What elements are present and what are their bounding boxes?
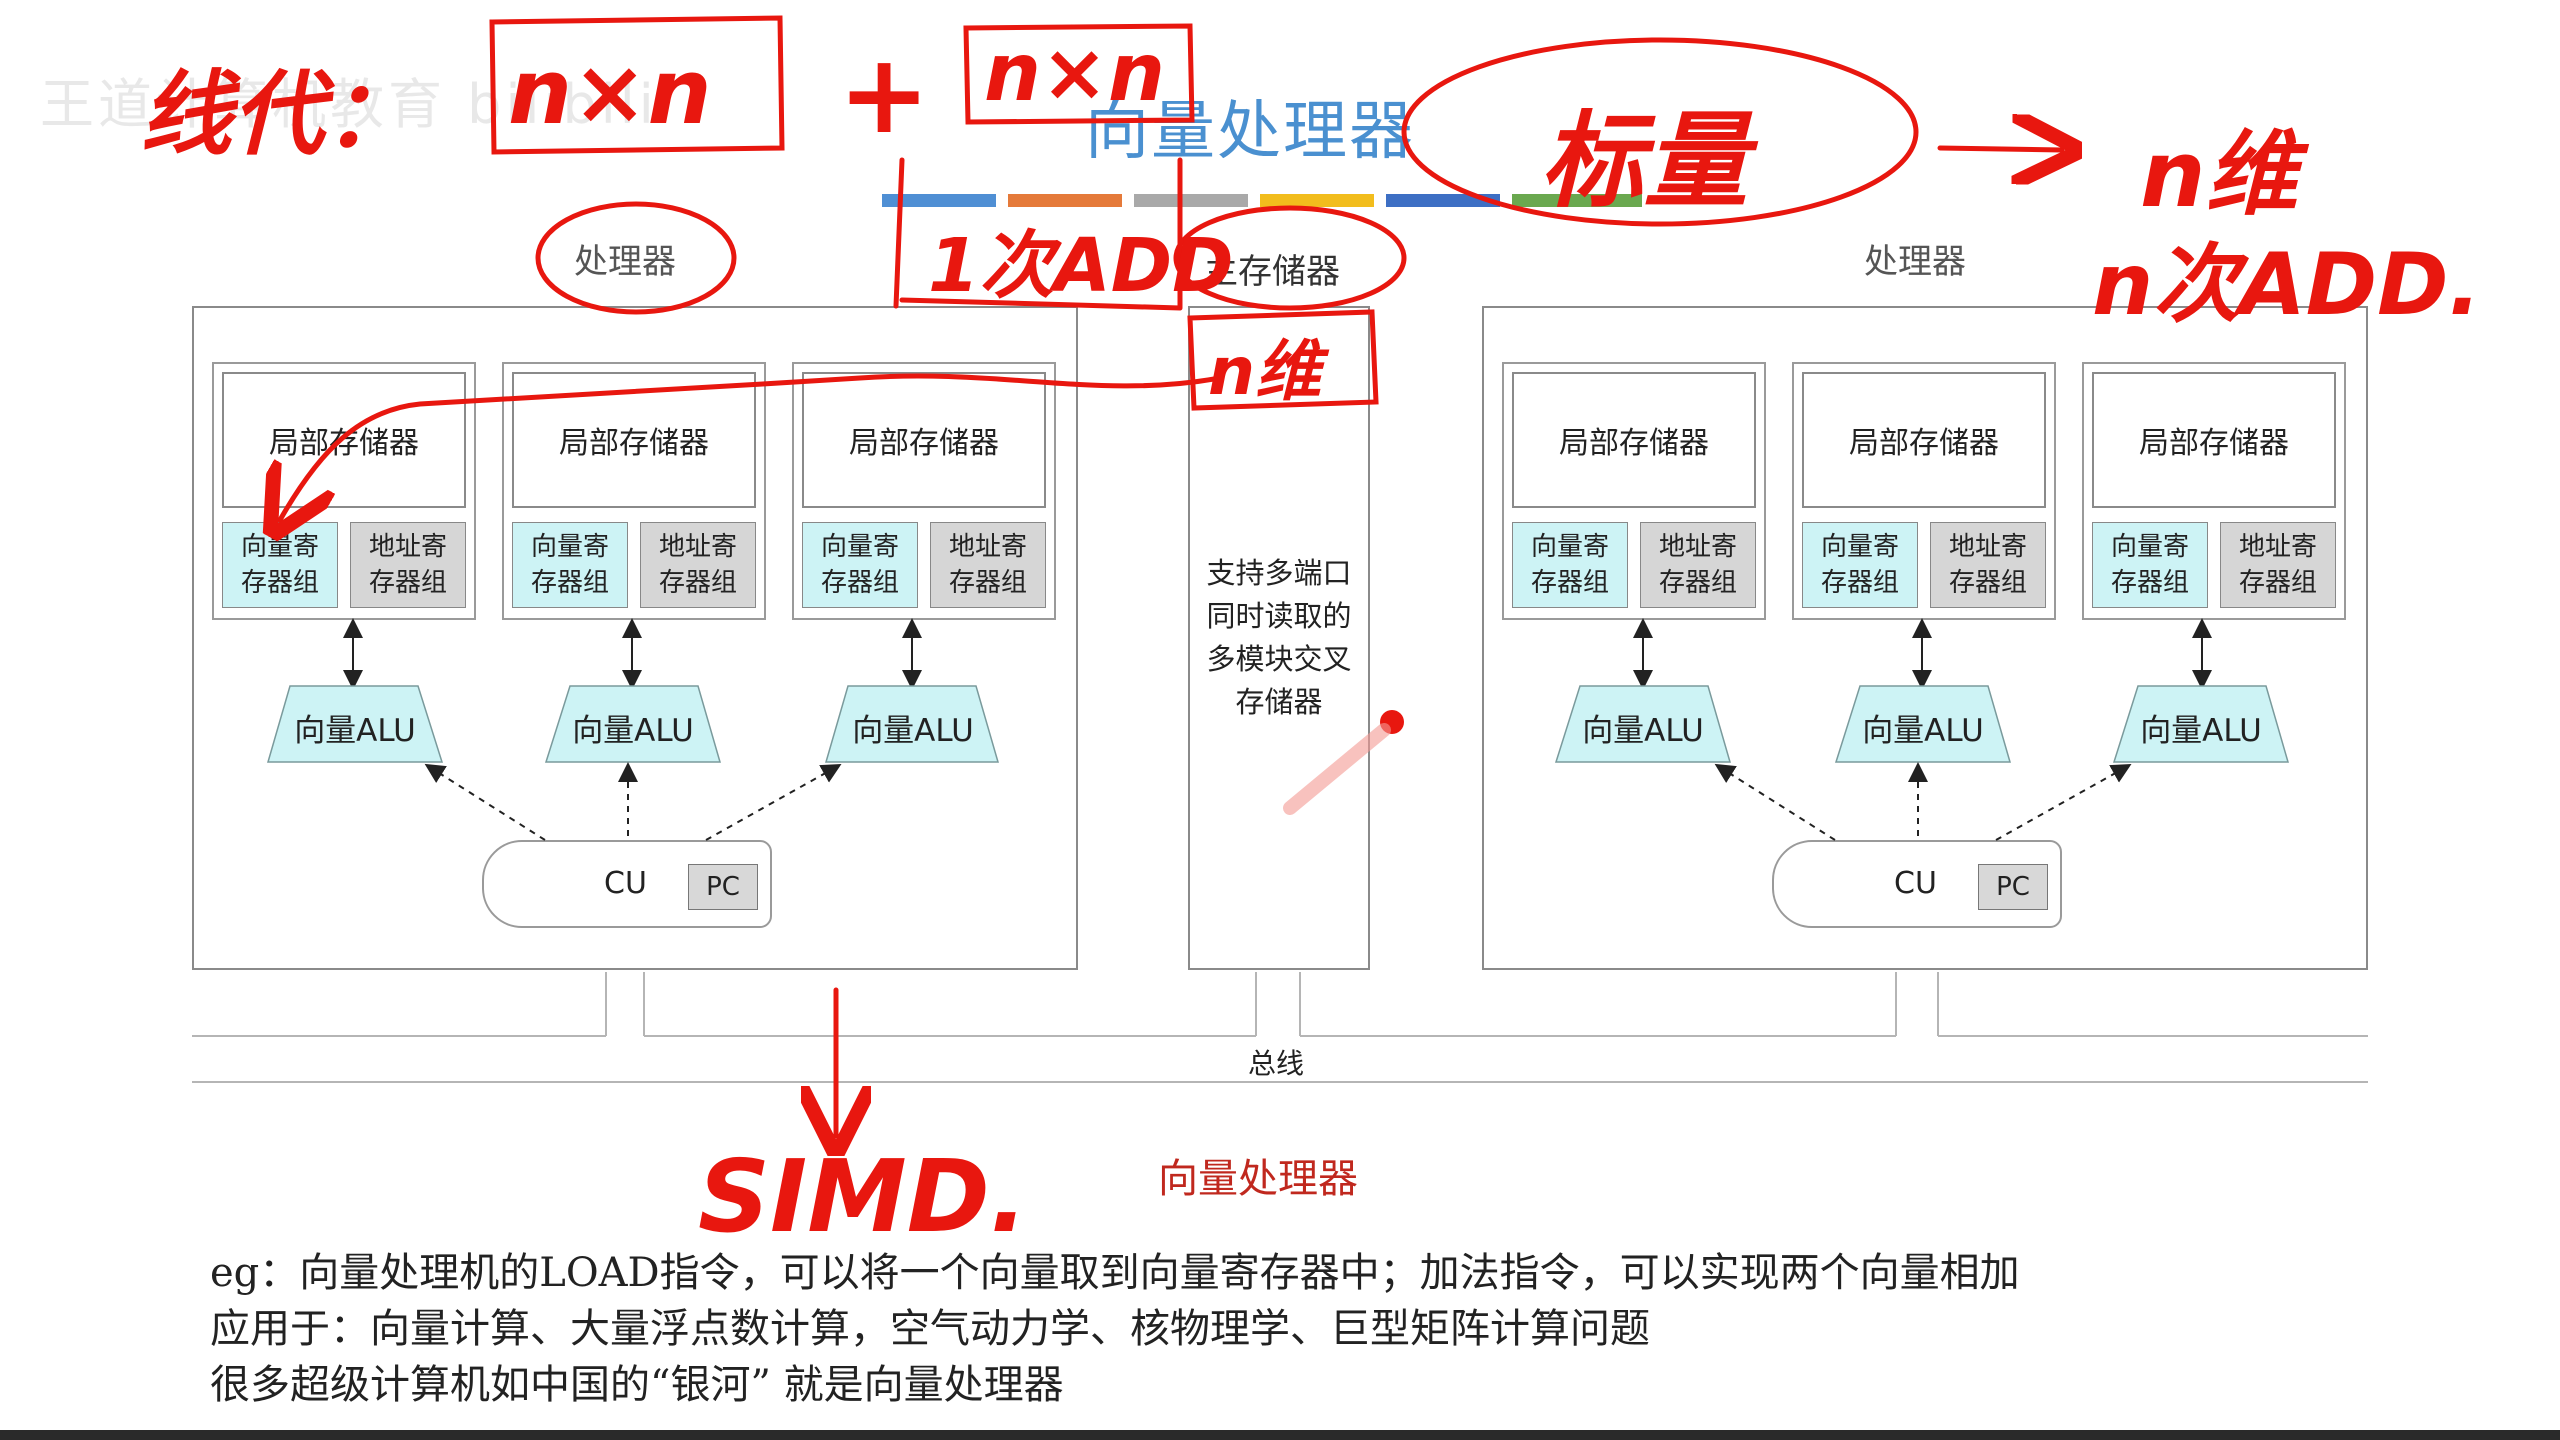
address-register-label: 地址寄 xyxy=(2238,532,2317,562)
address-register-label: 存器组 xyxy=(1948,568,2027,598)
address-register-group: 地址寄存器组 xyxy=(350,522,466,608)
annotation-scalar: 标量 xyxy=(1540,100,1749,222)
description-line-1: eg：向量处理机的LOAD指令，可以将一个向量取到向量寄存器中；加法指令，可以实… xyxy=(210,1250,2020,1296)
bus-label: 总线 xyxy=(1248,1047,1305,1080)
vector-register-group: 向量寄存器组 xyxy=(512,522,628,608)
alu-label: 向量ALU xyxy=(294,712,416,749)
annotation-nxn-2: n×n xyxy=(984,26,1165,119)
local-memory: 局部存储器 xyxy=(1512,372,1756,508)
cu-label-left: CU xyxy=(604,866,647,901)
address-register-label: 地址寄 xyxy=(1948,532,2027,562)
annotation-linear-algebra: 线代： xyxy=(140,61,417,168)
address-register-label: 存器组 xyxy=(1658,568,1737,598)
annotation-strokes xyxy=(280,15,2062,1136)
address-register-group: 地址寄存器组 xyxy=(1930,522,2046,608)
vector-register-label: 向量寄 xyxy=(2110,532,2189,562)
annotation-nxn-1: n×n xyxy=(508,40,712,145)
page-title: 向量处理器 xyxy=(1085,95,1415,169)
main-memory-label: 主存储器 xyxy=(1204,252,1340,292)
description-line-2: 应用于：向量计算、大量浮点数计算，空气动力学、核物理学、巨型矩阵计算问题 xyxy=(210,1306,1650,1352)
memory-description: 支持多端口 同时读取的 多模块交叉 存储器 xyxy=(1190,552,1368,724)
main-memory xyxy=(1188,306,1370,970)
local-memory: 局部存储器 xyxy=(802,372,1046,508)
vector-register-label: 向量寄 xyxy=(530,532,609,562)
watermark: 王道计算机教育 bilibili xyxy=(40,73,658,136)
processor-label-right: 处理器 xyxy=(1864,242,1966,282)
annotation-n-dim-mid: n维 xyxy=(1208,333,1321,410)
address-register-label: 存器组 xyxy=(368,568,447,598)
address-register-label: 存器组 xyxy=(2238,568,2317,598)
memory-desc-line: 同时读取的 xyxy=(1206,599,1352,633)
alu-shapes xyxy=(267,685,2289,763)
vector-register-group: 向量寄存器组 xyxy=(1802,522,1918,608)
address-register-label: 地址寄 xyxy=(368,532,447,562)
reg-alu-arrows xyxy=(343,618,2212,690)
alu-label: 向量ALU xyxy=(852,712,974,749)
vector-register-label: 向量寄 xyxy=(1820,532,1899,562)
address-register-group: 地址寄存器组 xyxy=(1640,522,1756,608)
local-memory: 局部存储器 xyxy=(2092,372,2336,508)
frame-bottom-edge xyxy=(0,1430,2560,1440)
color-bar-segment xyxy=(1260,194,1374,207)
annotation-simd: SIMD. xyxy=(698,1138,1028,1255)
address-register-label: 存器组 xyxy=(948,568,1027,598)
color-bar-segment xyxy=(1134,194,1248,207)
cu-label-right: CU xyxy=(1894,866,1937,901)
annotation-plus: + xyxy=(838,30,931,158)
local-memory: 局部存储器 xyxy=(1802,372,2046,508)
address-register-group: 地址寄存器组 xyxy=(2220,522,2336,608)
address-register-label: 地址寄 xyxy=(948,532,1027,562)
vector-register-label: 存器组 xyxy=(2110,568,2189,598)
address-register-label: 地址寄 xyxy=(658,532,737,562)
color-bar-segment xyxy=(1008,194,1122,207)
color-bar-segment xyxy=(1512,194,1642,207)
memory-desc-line: 多模块交叉 xyxy=(1206,642,1352,676)
diagram-caption: 向量处理器 xyxy=(1158,1156,1358,1202)
address-register-group: 地址寄存器组 xyxy=(640,522,756,608)
vector-register-group: 向量寄存器组 xyxy=(802,522,918,608)
local-memory: 局部存储器 xyxy=(222,372,466,508)
address-register-group: 地址寄存器组 xyxy=(930,522,1046,608)
vector-register-group: 向量寄存器组 xyxy=(1512,522,1628,608)
annotation-n-dim-right: n维 xyxy=(2140,121,2298,228)
cu-alu-arrows xyxy=(424,762,2132,841)
pc-register-right: PC xyxy=(1978,864,2048,910)
address-register-label: 存器组 xyxy=(658,568,737,598)
vector-register-label: 存器组 xyxy=(1820,568,1899,598)
annotation-one-add: 1次ADD xyxy=(928,223,1234,309)
vector-register-label: 向量寄 xyxy=(1530,532,1609,562)
alu-label: 向量ALU xyxy=(572,712,694,749)
vector-register-label: 存器组 xyxy=(240,568,319,598)
processor-label-left: 处理器 xyxy=(574,242,676,282)
address-register-label: 地址寄 xyxy=(1658,532,1737,562)
vector-register-label: 向量寄 xyxy=(820,532,899,562)
annotation-n-add: n次ADD. xyxy=(2092,235,2482,335)
vector-register-group: 向量寄存器组 xyxy=(2092,522,2208,608)
vector-register-label: 存器组 xyxy=(530,568,609,598)
pointer-trail xyxy=(1283,723,1391,815)
memory-desc-line: 存储器 xyxy=(1235,685,1323,719)
vector-register-label: 存器组 xyxy=(1530,568,1609,598)
bus xyxy=(192,972,2368,1083)
pc-register-left: PC xyxy=(688,864,758,910)
description-line-3: 很多超级计算机如中国的“银河” 就是向量处理器 xyxy=(210,1362,1064,1408)
vector-register-label: 存器组 xyxy=(820,568,899,598)
memory-desc-line: 支持多端口 xyxy=(1206,556,1352,590)
alu-label: 向量ALU xyxy=(1862,712,1984,749)
alu-label: 向量ALU xyxy=(2140,712,2262,749)
color-bar-segment xyxy=(1386,194,1500,207)
alu-label: 向量ALU xyxy=(1582,712,1704,749)
color-bar-segment xyxy=(882,194,996,207)
